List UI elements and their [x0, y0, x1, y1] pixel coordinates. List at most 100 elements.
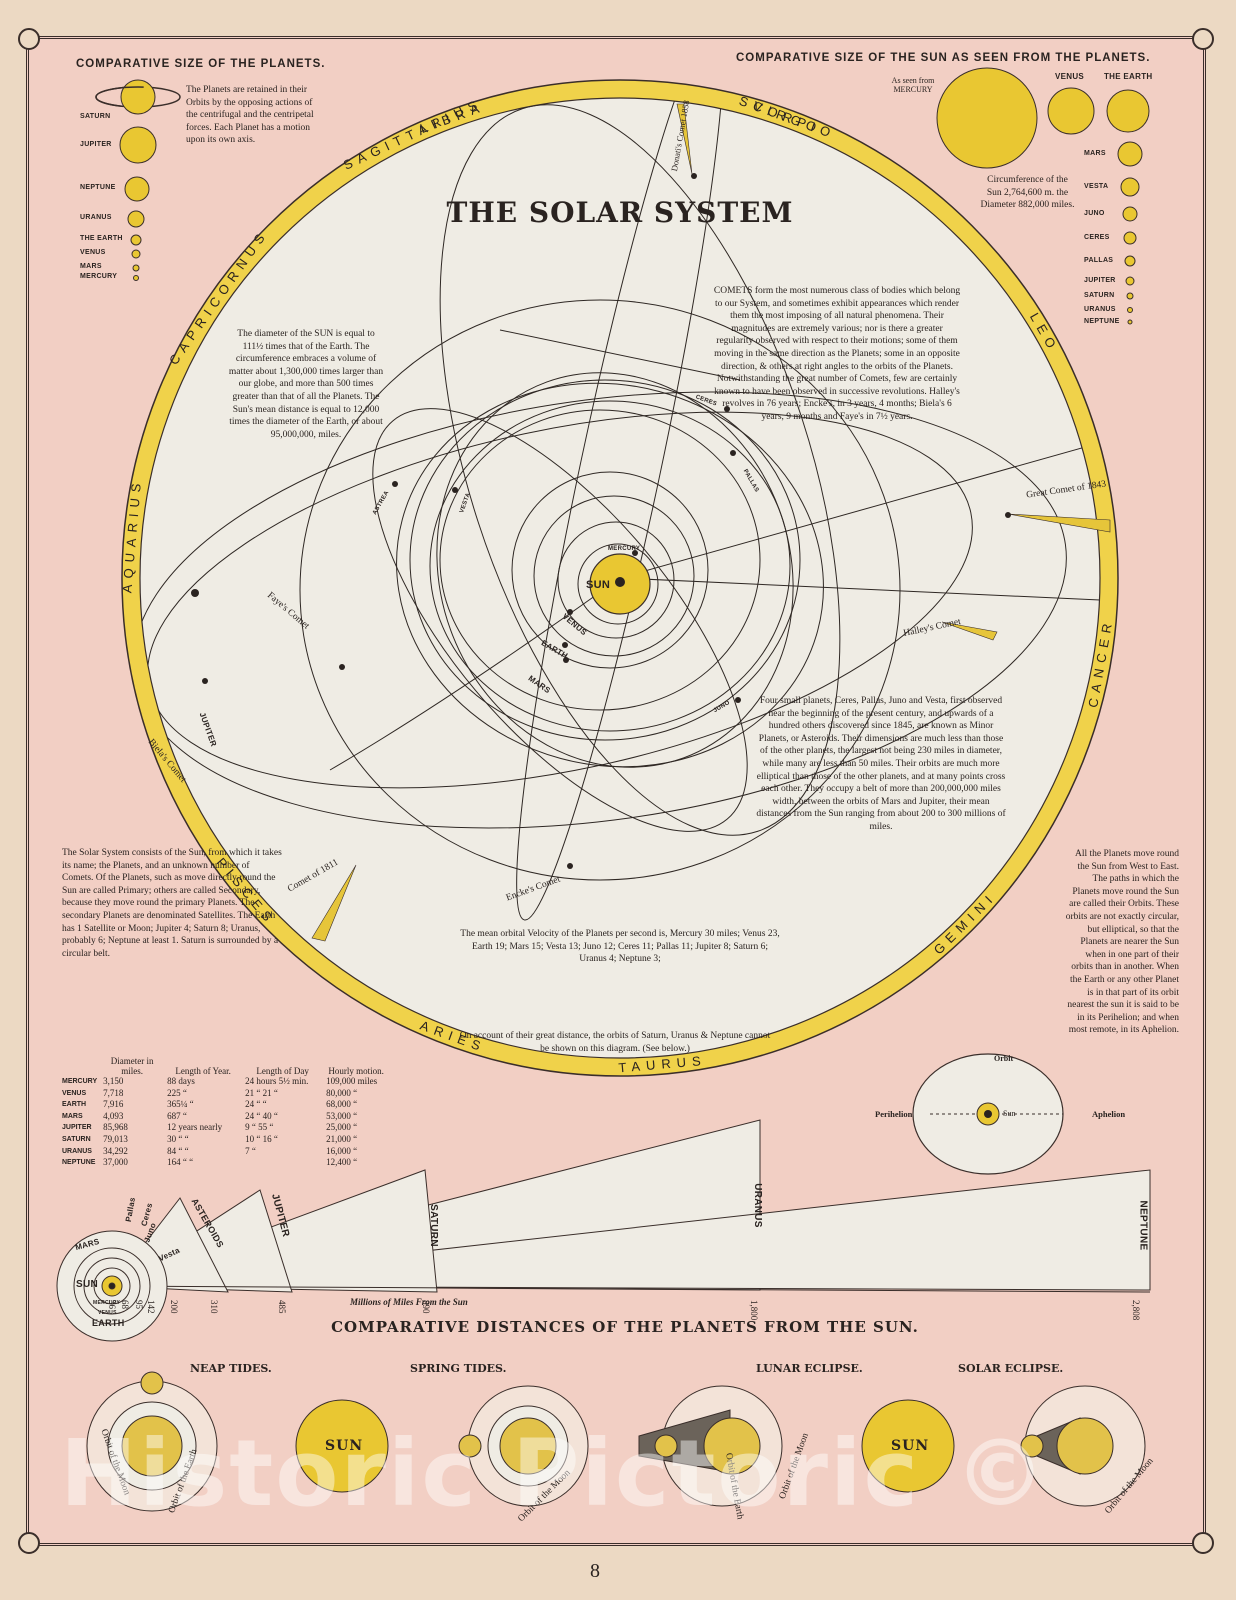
body-dot	[191, 589, 199, 597]
planet-size-label: VENUS	[80, 249, 106, 256]
table-cell: 34,292	[103, 1145, 128, 1156]
table-cell: 3,150	[103, 1076, 124, 1086]
eclipse-sun	[861, 1399, 955, 1493]
planet-size-label: THE EARTH	[80, 235, 123, 242]
table-header: Diameter in miles.	[110, 1056, 154, 1076]
saturn-size	[120, 79, 156, 115]
donati-comet-dot	[691, 173, 697, 179]
table-cell: 30 “ “	[167, 1133, 189, 1144]
table-cell: 7 “	[245, 1145, 256, 1156]
vesta-dot	[452, 487, 458, 493]
fan-sun-center	[108, 1282, 116, 1290]
sun-size-label: MARS	[1084, 150, 1106, 157]
distance-note: On account of their great distance, the …	[459, 1031, 771, 1054]
sun-size-label: PALLAS	[1084, 257, 1114, 264]
asteroid-orbit	[439, 409, 761, 711]
fan-uranus-label: URANUS	[751, 1183, 763, 1228]
mars-dot	[563, 657, 569, 663]
fan-earth-label: EARTH	[92, 1318, 125, 1328]
earth-size	[130, 234, 142, 246]
orbit-lines	[140, 98, 1100, 921]
planet-size-label: SATURN	[80, 113, 111, 120]
planet-size-label: JUPITER	[80, 141, 112, 148]
distance-fan	[56, 1119, 1151, 1342]
sun-from-juno	[1122, 206, 1138, 222]
fan-venus-label: VENUS	[98, 1310, 117, 1316]
table-cell: 53,000 “	[326, 1110, 358, 1121]
sun-from-venus	[1047, 87, 1095, 135]
table-header	[62, 1056, 103, 1076]
distance-tick: 95	[134, 1300, 144, 1309]
table-cell: 68,000 “	[326, 1099, 358, 1110]
sun-diameter-note: The diameter of the SUN is equal to 111½…	[228, 329, 384, 440]
earth-top-label: THE EARTH	[1104, 72, 1153, 81]
fan-neptune-label: NEPTUNE	[1137, 1200, 1149, 1251]
table-header: Length of Year.	[175, 1066, 231, 1076]
astrea-dot	[392, 481, 398, 487]
table-cell: MARS	[62, 1112, 83, 1120]
table-cell: 225 “	[167, 1087, 187, 1098]
fan-sun-label: SUN	[76, 1279, 99, 1290]
map-title: THE SOLAR SYSTEM	[446, 196, 794, 229]
table-cell: 12 years nearly	[167, 1122, 223, 1133]
comet-orbit	[439, 104, 841, 836]
table-cell: VENUS	[62, 1089, 87, 1097]
orbit-sun-center	[984, 1110, 992, 1118]
corner-ornament	[1192, 28, 1214, 50]
table-cell: URANUS	[62, 1147, 92, 1155]
fan-mercury-label: MERCURY	[93, 1300, 121, 1306]
venus-orbit-ring	[83, 1257, 141, 1315]
table-cell: EARTH	[62, 1101, 87, 1109]
orbit-label: Orbit	[994, 1054, 1014, 1063]
distance-tick: 310	[209, 1300, 219, 1314]
comparative-planets	[95, 79, 181, 281]
table-cell: 16,000 “	[326, 1145, 358, 1156]
great-comet-dot	[1005, 512, 1011, 518]
distance-tick: 142	[146, 1300, 156, 1314]
comet-orbit	[516, 98, 724, 921]
table-cell: 4,093	[103, 1110, 124, 1121]
sun-from-earth	[1106, 89, 1150, 133]
distances-title: COMPARATIVE DISTANCES OF THE PLANETS FRO…	[331, 1318, 919, 1336]
asteroid-orbit	[396, 382, 824, 768]
sun-from-mercury	[936, 67, 1038, 169]
aphelion-label: Aphelion	[1092, 1109, 1126, 1119]
sun-from-neptune	[1127, 319, 1133, 325]
table-cell: 25,000 “	[326, 1122, 358, 1133]
sun-from-pallas	[1124, 255, 1136, 267]
page-number: 8	[590, 1560, 600, 1582]
sun-from-uranus	[1127, 307, 1133, 313]
planet-size-label: MERCURY	[80, 273, 118, 280]
table-cell: 24 “ 40 “	[245, 1110, 278, 1121]
sun-from-mars	[1117, 141, 1143, 167]
sun-size-label: JUNO	[1084, 210, 1105, 217]
encke-comet-dot	[567, 863, 573, 869]
pallas-dot	[730, 450, 736, 456]
ceres-dot	[724, 406, 730, 412]
sun-size-label: NEPTUNE	[1084, 318, 1120, 325]
mars-orbit	[511, 471, 709, 669]
spring-moon	[458, 1434, 482, 1458]
table-cell: 365¼ “	[167, 1099, 194, 1110]
distance-tick: 36	[107, 1300, 117, 1309]
distance-axis-label: Millions of Miles From the Sun	[350, 1297, 468, 1307]
right-panel-header: COMPARATIVE SIZE OF THE SUN AS SEEN FROM…	[736, 52, 1151, 64]
jupiter-size	[119, 126, 157, 164]
table-cell: 10 “ 16 “	[245, 1133, 278, 1144]
table-cell: 9 “ 55 “	[245, 1122, 274, 1133]
comet-path	[499, 329, 741, 381]
venus-top-label: VENUS	[1055, 72, 1085, 81]
spring-earth	[499, 1417, 557, 1475]
table-cell: 37,000	[103, 1157, 128, 1168]
venus-size	[131, 249, 141, 259]
distance-tick: 200	[169, 1300, 179, 1314]
great-comet-1843-tail	[1007, 513, 1111, 533]
table-cell: 164 “ “	[167, 1157, 194, 1168]
